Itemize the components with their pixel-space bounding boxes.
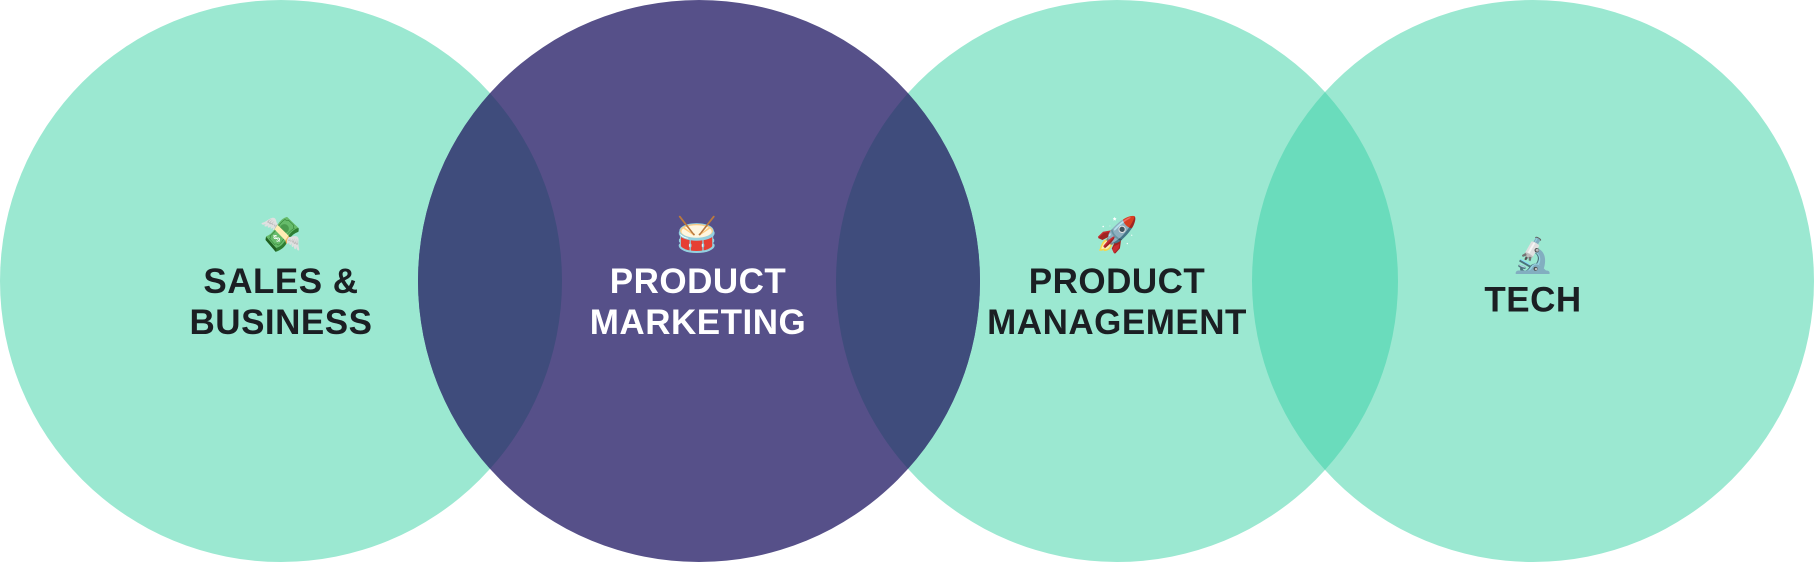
label-line: TECH xyxy=(1484,280,1582,320)
circle-product-marketing xyxy=(418,0,980,562)
label-line: MANAGEMENT xyxy=(987,303,1247,342)
label-sales-business: SALES & BUSINESS xyxy=(190,261,373,343)
circle-sales-business xyxy=(0,0,562,562)
drum-icon: 🥁 xyxy=(675,215,719,255)
label-line: MARKETING xyxy=(589,303,807,342)
label-tech: TECH xyxy=(1484,280,1581,321)
circle-tech xyxy=(1252,0,1814,562)
label-line: SALES & xyxy=(203,262,359,301)
rocket-icon: 🚀 xyxy=(1095,215,1139,255)
circle-product-management xyxy=(836,0,1398,562)
label-product-management: PRODUCT MANAGEMENT xyxy=(987,261,1247,343)
money-with-wings-icon: 💸 xyxy=(259,215,303,255)
label-line: BUSINESS xyxy=(189,303,373,342)
label-line: PRODUCT xyxy=(1028,262,1206,301)
label-product-marketing: PRODUCT MARKETING xyxy=(590,261,806,343)
label-line: PRODUCT xyxy=(609,262,787,301)
microscope-icon: 🔬 xyxy=(1511,236,1555,276)
